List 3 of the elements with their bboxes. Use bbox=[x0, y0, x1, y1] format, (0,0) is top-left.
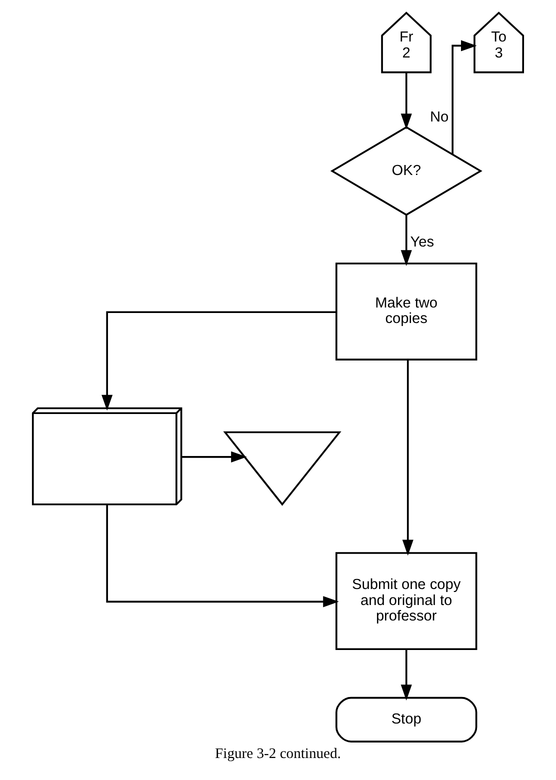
edge-label: No bbox=[430, 109, 449, 126]
caption: Figure 3-2 continued. bbox=[215, 746, 341, 762]
edge-label: Yes bbox=[410, 234, 434, 250]
